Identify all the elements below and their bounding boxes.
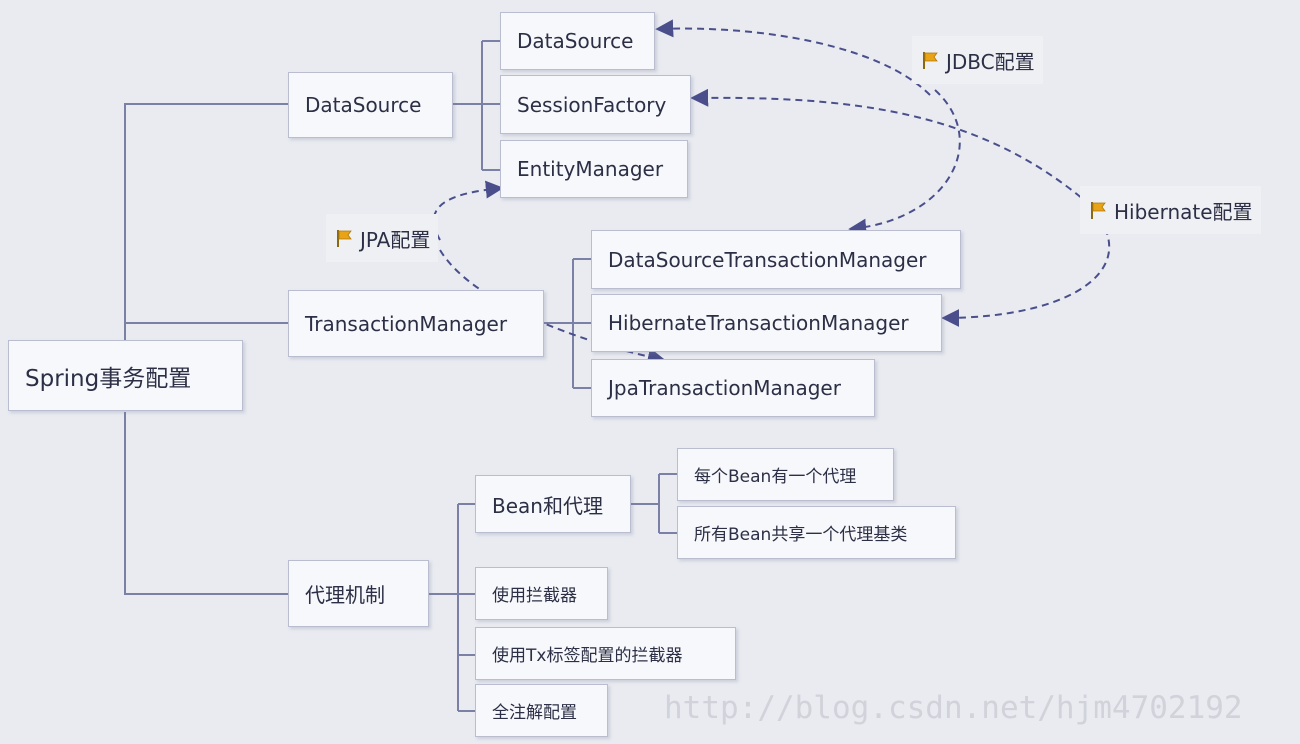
- bean-proxy-shared-node: 所有Bean共享一个代理基类: [677, 506, 956, 559]
- jpa-config-label: JPA配置: [360, 227, 431, 252]
- jpa-config-tag: JPA配置: [326, 214, 439, 262]
- flag-icon: [337, 230, 352, 247]
- bean-proxy-node: Bean和代理: [475, 475, 631, 533]
- datasource-branch-line: [453, 40, 500, 171]
- interceptor-node: 使用拦截器: [475, 567, 608, 620]
- bean-proxy-each-node: 每个Bean有一个代理: [677, 448, 894, 501]
- root-node: Spring事务配置: [8, 340, 243, 411]
- proxy-mechanism-branch-node: 代理机制: [288, 560, 429, 627]
- jdbc-config-tag: JDBC配置: [912, 36, 1043, 84]
- jdbc-arrow-to-dstm: [848, 89, 961, 237]
- bean-proxy-branch-line: [631, 473, 677, 534]
- datasource-branch-node: DataSource: [288, 72, 453, 138]
- datasource-transaction-manager-node: DataSourceTransactionManager: [591, 230, 961, 289]
- proxy-branch-line: [429, 503, 475, 712]
- watermark-url: http://blog.csdn.net/hjm4702192: [664, 690, 1243, 726]
- transaction-branch-line: [544, 258, 591, 389]
- jdbc-arrow-to-datasource: [655, 19, 931, 96]
- full-annotation-node: 全注解配置: [475, 684, 608, 737]
- hibernate-arrow-to-sessionfactory: [690, 88, 1091, 206]
- sessionfactory-node: SessionFactory: [500, 75, 691, 134]
- hibernate-transaction-manager-node: HibernateTransactionManager: [591, 294, 942, 352]
- jpa-arrow-to-entitymanager: [432, 180, 504, 241]
- tx-tag-interceptor-node: 使用Tx标签配置的拦截器: [475, 627, 736, 680]
- datasource-leaf-node: DataSource: [500, 12, 655, 70]
- flag-icon: [923, 52, 938, 69]
- entitymanager-node: EntityManager: [500, 140, 688, 198]
- flag-icon: [1091, 202, 1106, 219]
- root-trunk-line: [124, 103, 288, 340]
- jpa-transaction-manager-node: JpaTransactionManager: [591, 359, 875, 417]
- hibernate-config-tag: Hibernate配置: [1080, 186, 1261, 234]
- hibernate-config-label: Hibernate配置: [1114, 199, 1253, 224]
- jdbc-config-label: JDBC配置: [946, 49, 1035, 74]
- transactionmanager-branch-node: TransactionManager: [288, 290, 544, 357]
- root-to-proxy-line: [124, 412, 288, 595]
